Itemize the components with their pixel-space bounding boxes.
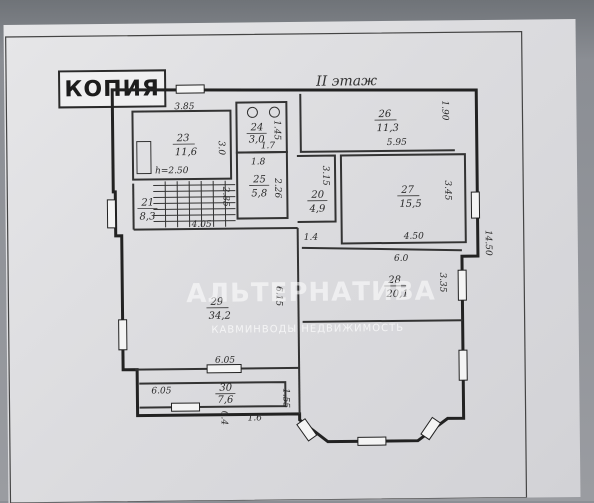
dim-2: 1.7	[261, 141, 276, 151]
floor-plan-sheet: КОПИЯ II этаж	[4, 19, 581, 503]
dim-6: h=2.50	[155, 166, 189, 176]
room-23-area: 11,6	[175, 147, 198, 158]
dim-20: 6.05	[151, 386, 171, 396]
dim-5: 2.26	[272, 177, 282, 198]
dimension-labels: 3.85 3.0 1.7 1.45 1.8 2.26 h=2.50 2.85 4…	[148, 99, 494, 426]
dim-12: 4.50	[403, 232, 424, 242]
room-20-area: 4,9	[308, 204, 326, 215]
dim-3: 1.45	[272, 120, 282, 140]
room-20-id: 20	[310, 190, 324, 201]
room-29-area: 34,2	[209, 311, 231, 322]
room-labels: 23 11,6 24 3,0 25 5,8 26 11,3 27 15,5 28…	[136, 109, 423, 407]
dim-21: 1.55	[280, 388, 290, 408]
room-21-id: 21	[140, 197, 154, 208]
dim-13: 3.45	[442, 180, 452, 200]
room-24-id: 24	[250, 122, 264, 133]
room-23-id: 23	[176, 133, 190, 144]
room-27-id: 27	[400, 185, 414, 196]
floor-plan-drawing: 23 11,6 24 3,0 25 5,8 26 11,3 27 15,5 28…	[4, 19, 581, 503]
room-30-id: 30	[219, 383, 232, 394]
dim-17: 14.50	[483, 230, 493, 256]
dim-15: 6.0	[394, 254, 409, 264]
room-30-area: 7,6	[217, 395, 234, 406]
room-21-area: 8,3	[139, 211, 155, 222]
watermark-brand: АЛЬТЕРНАТИВА	[186, 277, 426, 310]
room-26-id: 26	[377, 109, 391, 120]
dim-16: 3.35	[437, 272, 447, 292]
dim-7: 2.85	[220, 186, 230, 207]
dim-0: 3.85	[174, 102, 194, 112]
room-26-area: 11,3	[377, 123, 399, 134]
dim-23: 0.4	[219, 411, 229, 426]
room-25-area: 5,8	[251, 188, 267, 199]
dim-10: 5.95	[387, 138, 407, 148]
room-25-id: 25	[252, 174, 266, 185]
dim-22: 1.6	[248, 413, 263, 423]
dim-4: 1.8	[251, 157, 266, 167]
dim-1: 3.0	[216, 141, 226, 156]
dim-9: 3.15	[320, 166, 330, 186]
dim-14: 1.4	[304, 233, 319, 243]
dim-8: 4.05	[191, 220, 212, 230]
dim-19: 6.05	[215, 356, 235, 366]
room-27-area: 15,5	[399, 199, 421, 210]
dim-11: 1.90	[439, 100, 449, 120]
